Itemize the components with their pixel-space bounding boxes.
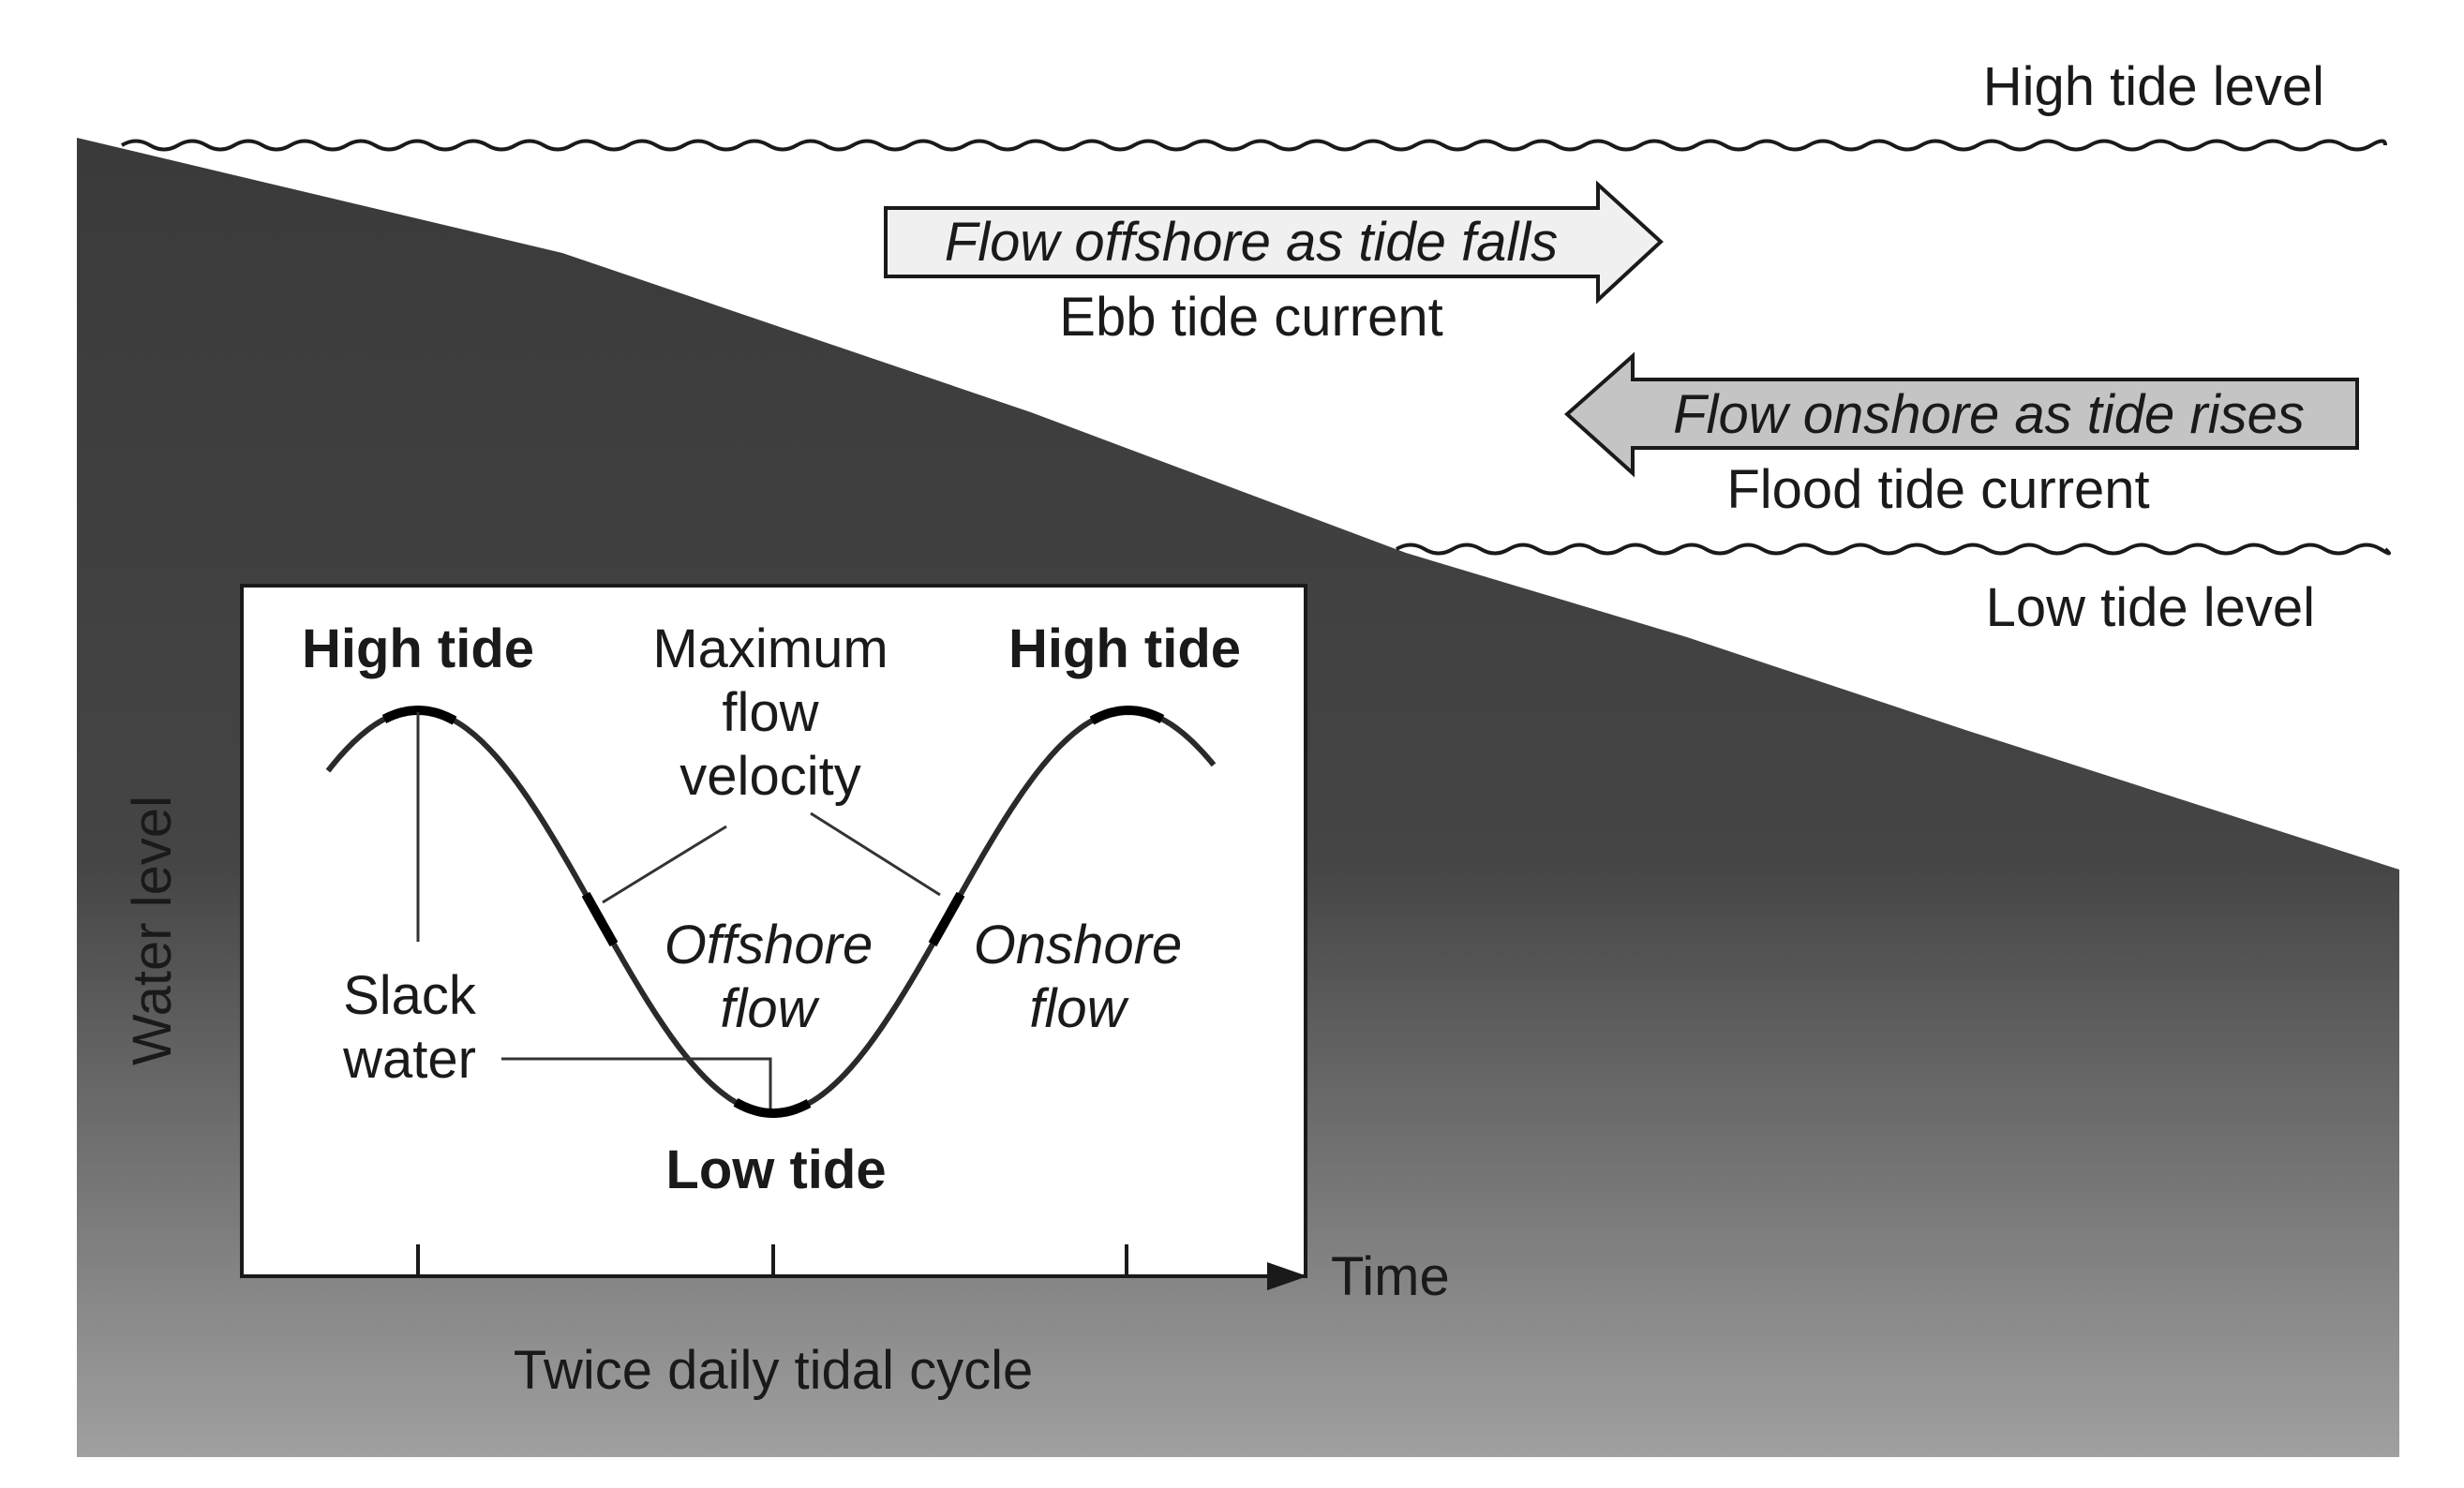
ebb-arrow bbox=[884, 180, 1664, 305]
offshore-flow-label-line1: Offshore bbox=[665, 915, 873, 975]
ebb-caption: Ebb tide current bbox=[1059, 287, 1442, 348]
low-tide-label: Low tide bbox=[665, 1139, 886, 1200]
slack-segment-high-left bbox=[381, 705, 457, 725]
slack-water-label-line2: water bbox=[342, 1029, 476, 1090]
water-level-axis-label: Water level bbox=[122, 796, 183, 1065]
slack-leader-low bbox=[501, 1057, 772, 1109]
high-tide-water-line bbox=[120, 139, 2387, 152]
flood-arrow bbox=[1563, 351, 2359, 478]
high-tide-label-left: High tide bbox=[302, 618, 534, 679]
slack-segment-high-right bbox=[1089, 705, 1165, 725]
max-flow-label-line2: flow bbox=[722, 682, 819, 743]
low-tide-level-label: Low tide level bbox=[1986, 577, 2315, 638]
flood-caption: Flood tide current bbox=[1726, 459, 2149, 520]
high-tide-label-right: High tide bbox=[1008, 618, 1241, 679]
slack-segment-low bbox=[733, 1097, 812, 1118]
max-flow-label-line3: velocity bbox=[679, 746, 860, 807]
low-tide-water-line bbox=[1395, 543, 2391, 556]
max-flow-segment-onshore bbox=[928, 891, 965, 947]
onshore-flow-label-line2: flow bbox=[1029, 978, 1128, 1039]
flood-arrow-label: Flow onshore as tide rises bbox=[1673, 384, 2305, 445]
ebb-arrow-label: Flow offshore as tide falls bbox=[945, 212, 1558, 273]
onshore-flow-label-line1: Onshore bbox=[974, 915, 1182, 975]
max-flow-segment-offshore bbox=[581, 891, 619, 947]
slack-water-label-line1: Slack bbox=[343, 965, 477, 1026]
max-flow-label-line1: Maximum bbox=[652, 618, 888, 679]
offshore-flow-label-line2: flow bbox=[720, 978, 819, 1039]
time-axis-label: Time bbox=[1331, 1246, 1450, 1307]
max-flow-leader-left bbox=[602, 825, 727, 904]
time-axis-arrowhead bbox=[1267, 1262, 1307, 1290]
tidal-cycle-caption: Twice daily tidal cycle bbox=[514, 1340, 1033, 1401]
high-tide-level-label: High tide level bbox=[1983, 56, 2324, 117]
max-flow-leader-right bbox=[810, 811, 941, 897]
